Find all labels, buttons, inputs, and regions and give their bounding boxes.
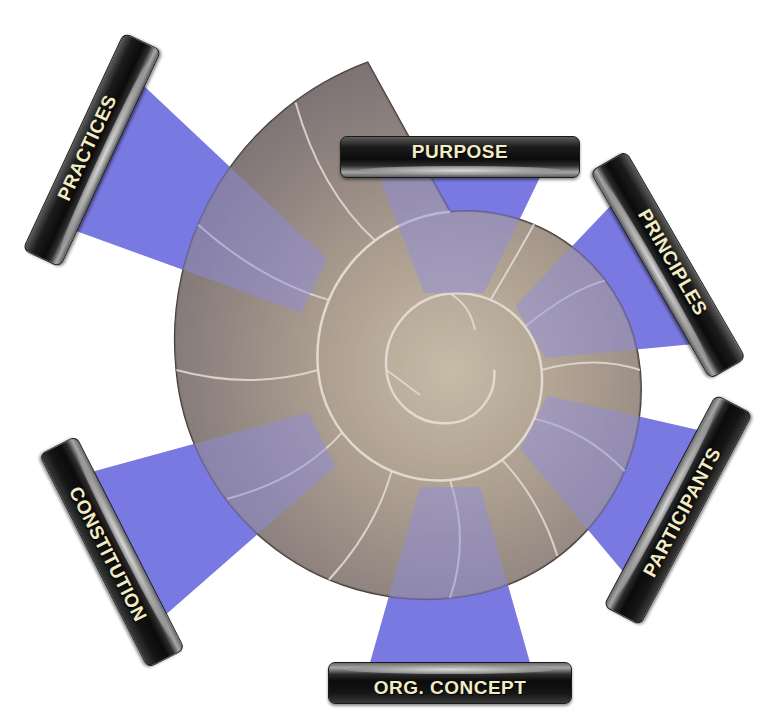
plate-label: ORG. CONCEPT bbox=[374, 676, 527, 700]
plate-label: PURPOSE bbox=[412, 140, 508, 164]
plate-lip bbox=[346, 665, 554, 674]
plate-lip bbox=[358, 166, 563, 175]
label-plate: PURPOSE bbox=[340, 136, 580, 178]
label-plate: ORG. CONCEPT bbox=[328, 662, 572, 704]
